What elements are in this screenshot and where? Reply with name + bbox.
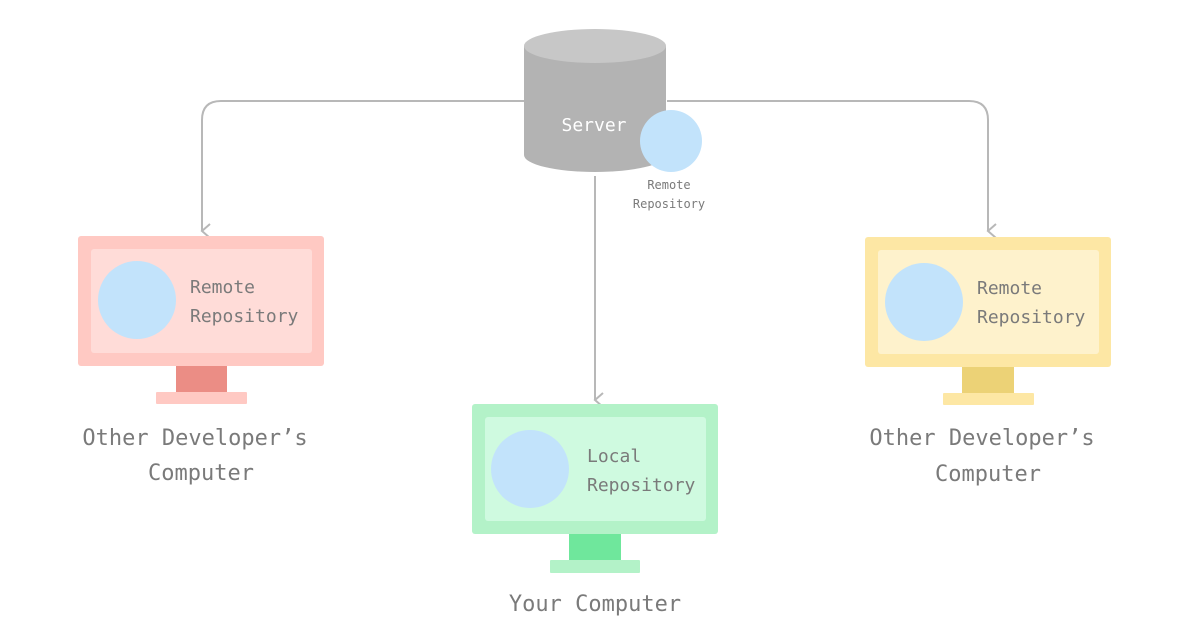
connectors	[200, 100, 997, 408]
server-cylinder-top	[524, 29, 666, 63]
left-monitor-base	[156, 392, 247, 404]
center-caption: Your Computer	[509, 592, 681, 617]
center-repo-circle	[491, 430, 569, 508]
right-caption-line2: Computer	[935, 462, 1041, 487]
left-caption-line1: Other Developer’s	[82, 426, 307, 451]
right-screen-label-line1: Remote	[977, 278, 1042, 299]
server-repo-label-line2: Repository	[633, 197, 705, 211]
left-computer: Remote Repository Other Developer’s Comp…	[78, 236, 324, 486]
server-repo-label-line1: Remote	[647, 178, 690, 192]
right-caption-line1: Other Developer’s	[869, 426, 1094, 451]
left-caption-line2: Computer	[148, 461, 254, 486]
server-repo-circle	[640, 110, 702, 172]
server-cylinder-body	[524, 46, 666, 172]
center-monitor-neck	[569, 534, 621, 560]
right-repo-circle	[885, 263, 963, 341]
right-computer: Remote Repository Other Developer’s Comp…	[865, 237, 1111, 487]
right-screen-label-line2: Repository	[977, 307, 1086, 328]
left-repo-circle	[98, 261, 176, 339]
center-monitor-base	[550, 560, 640, 573]
server-label: Server	[561, 115, 626, 136]
left-monitor-neck	[176, 366, 227, 392]
center-screen-label-line1: Local	[587, 446, 641, 467]
arrow-server-to-right	[667, 100, 997, 239]
right-monitor-base	[943, 393, 1034, 405]
left-screen-label-line2: Repository	[190, 306, 299, 327]
center-computer: Local Repository Your Computer	[472, 404, 718, 617]
right-monitor-neck	[962, 367, 1014, 393]
left-screen-label-line1: Remote	[190, 277, 255, 298]
center-screen-label-line2: Repository	[587, 475, 696, 496]
arrow-server-to-left	[200, 100, 524, 239]
server: Server Remote Repository	[524, 29, 705, 211]
